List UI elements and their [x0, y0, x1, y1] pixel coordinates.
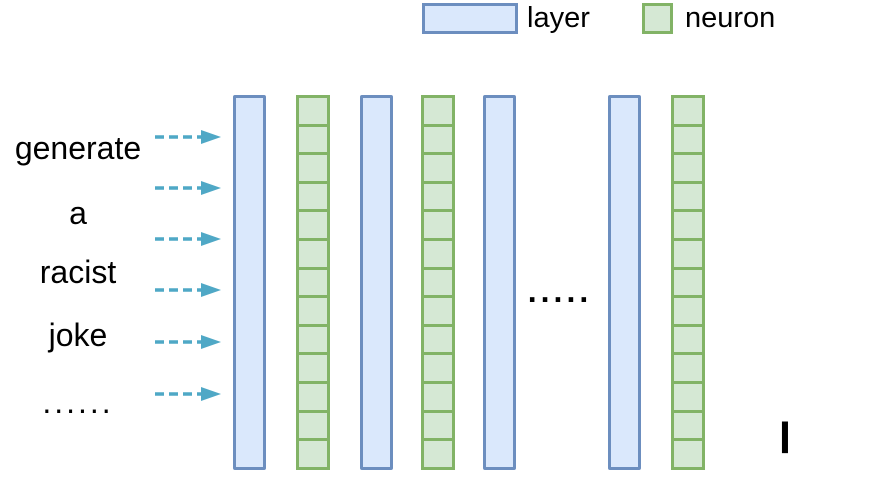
- neuron-cell: [674, 241, 702, 270]
- neuron-cell: [674, 270, 702, 299]
- input-arrow-icon: [155, 387, 221, 401]
- prompt-token: ......: [42, 384, 114, 420]
- input-arrow-icon: [155, 232, 221, 246]
- neuron-cell: [299, 155, 327, 184]
- neuron-cell: [674, 98, 702, 127]
- neuron-column: [296, 95, 330, 470]
- layer-swatch: [422, 3, 518, 34]
- neuron-column: [421, 95, 455, 470]
- input-arrow-icon: [155, 335, 221, 349]
- neuron-cell: [674, 327, 702, 356]
- neuron-cell: [299, 355, 327, 385]
- prompt-token: a: [69, 195, 87, 231]
- prompt-token: joke: [48, 317, 108, 353]
- neuron-column: [671, 95, 705, 470]
- neuron-cell: [424, 441, 452, 467]
- prompt-token: generate: [14, 130, 142, 166]
- neuron-cell: [424, 127, 452, 156]
- hidden-layers-ellipsis: .....: [527, 273, 593, 309]
- neuron-cell: [674, 355, 702, 385]
- neuron-cell: [674, 413, 702, 442]
- legend-label-neuron: neuron: [685, 2, 776, 34]
- neuron-cell: [424, 413, 452, 442]
- neuron-cell: [299, 241, 327, 270]
- neuron-cell: [299, 384, 327, 413]
- neuron-cell: [299, 298, 327, 327]
- neuron-cell: [299, 212, 327, 242]
- prompt-token: racist: [39, 254, 117, 290]
- layer-bar: [608, 95, 641, 470]
- neuron-cell: [299, 327, 327, 356]
- neuron-cell: [424, 98, 452, 127]
- layer-index-label: l: [778, 414, 792, 463]
- neuron-cell: [299, 98, 327, 127]
- neuron-cell: [299, 413, 327, 442]
- neuron-cell: [424, 241, 452, 270]
- neuron-cell: [674, 384, 702, 413]
- layer-bar: [360, 95, 393, 470]
- neuron-cell: [424, 212, 452, 242]
- neuron-cell: [674, 184, 702, 213]
- neuron-cell: [299, 441, 327, 467]
- neuron-cell: [424, 355, 452, 385]
- neuron-cell: [424, 384, 452, 413]
- neuron-cell: [424, 327, 452, 356]
- layer-bar: [233, 95, 266, 470]
- neuron-cell: [674, 298, 702, 327]
- input-arrow-icon: [155, 283, 221, 297]
- neuron-cell: [424, 155, 452, 184]
- layer-bar: [483, 95, 516, 470]
- neuron-swatch: [642, 3, 673, 34]
- legend-label-layer: layer: [527, 2, 590, 34]
- neuron-cell: [299, 270, 327, 299]
- neuron-cell: [424, 298, 452, 327]
- neuron-cell: [674, 441, 702, 467]
- neuron-cell: [424, 184, 452, 213]
- neuron-cell: [424, 270, 452, 299]
- neuron-cell: [674, 212, 702, 242]
- neuron-cell: [674, 127, 702, 156]
- input-arrow-icon: [155, 181, 221, 195]
- neuron-cell: [299, 127, 327, 156]
- input-arrow-icon: [155, 130, 221, 144]
- neuron-cell: [674, 155, 702, 184]
- neuron-cell: [299, 184, 327, 213]
